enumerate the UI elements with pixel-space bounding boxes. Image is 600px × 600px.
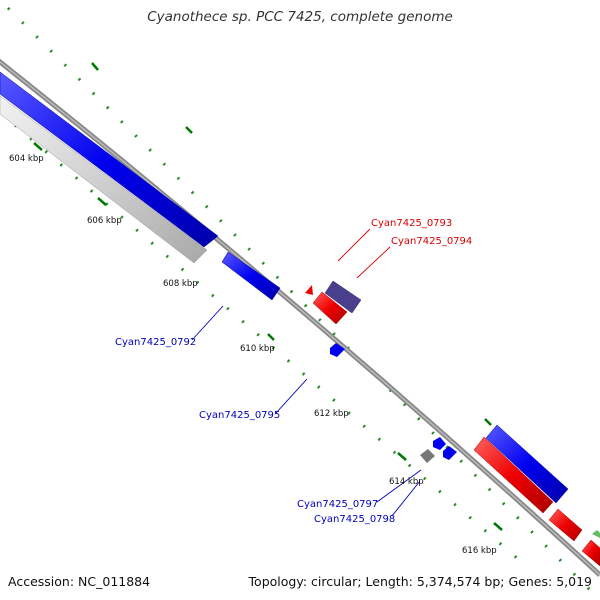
kbp-label: 616 kbp (462, 546, 497, 556)
gene-arrow[interactable] (548, 508, 583, 542)
map-title: Cyanothece sp. PCC 7425, complete genome (147, 9, 453, 25)
kbp-label: 608 kbp (163, 279, 198, 289)
gene-label[interactable]: Cyan7425_0797 (297, 499, 378, 510)
gene-label[interactable]: Cyan7425_0793 (371, 218, 452, 229)
gene-arrow[interactable] (433, 437, 446, 450)
kbp-label: 606 kbp (87, 216, 122, 226)
topology-value: circular (311, 574, 358, 589)
gene-label[interactable]: Cyan7425_0792 (115, 337, 196, 348)
length-label: Length: (365, 574, 413, 589)
genome-summary: Topology: circular; Length: 5,374,574 bp… (248, 574, 592, 589)
gene-arrow[interactable] (0, 71, 219, 248)
topology-label: Topology: (248, 574, 308, 589)
gene-arrow[interactable] (312, 291, 348, 325)
gene-arrow[interactable] (330, 343, 345, 357)
gene-arrow[interactable] (443, 446, 457, 460)
genes-label: Genes: (508, 574, 553, 589)
length-value: 5,374,574 bp (416, 574, 501, 589)
gene-arrow[interactable] (473, 436, 554, 514)
gene-arrow[interactable] (324, 280, 362, 314)
gene-arrow[interactable] (581, 539, 600, 567)
inner-ruler (0, 110, 526, 567)
kbp-label: 604 kbp (9, 154, 44, 164)
gene-arrow[interactable] (485, 424, 569, 504)
gene-arrow[interactable] (420, 449, 435, 463)
gene-arrow[interactable] (305, 285, 313, 295)
gene-label[interactable]: Cyan7425_0794 (391, 236, 472, 247)
gene-label[interactable]: Cyan7425_0795 (199, 410, 280, 421)
kbp-label: 614 kbp (389, 477, 424, 487)
gene-arrow[interactable] (221, 251, 281, 301)
reverse-strand-genes[interactable] (0, 71, 569, 504)
genes-value: 5,019 (556, 574, 592, 589)
genome-backbone (0, 58, 600, 577)
kbp-label: 610 kbp (240, 344, 275, 354)
gene-arrow[interactable] (0, 95, 208, 264)
kbp-label: 612 kbp (314, 409, 349, 419)
gene-arrow[interactable] (592, 530, 600, 538)
gene-label[interactable]: Cyan7425_0798 (314, 514, 395, 525)
accession-text: Accession: NC_011884 (8, 574, 150, 589)
label-leaders (191, 228, 422, 517)
forward-strand-genes[interactable] (305, 280, 600, 567)
accession-label: Accession: (8, 574, 75, 589)
gene-name-labels[interactable]: Cyan7425_0793 Cyan7425_0794 Cyan7425_079… (115, 218, 472, 525)
kbp-scale-labels: 604 kbp 606 kbp 608 kbp 610 kbp 612 kbp … (9, 154, 497, 556)
accession-value: NC_011884 (78, 574, 151, 589)
outer-ruler (6, 6, 600, 600)
